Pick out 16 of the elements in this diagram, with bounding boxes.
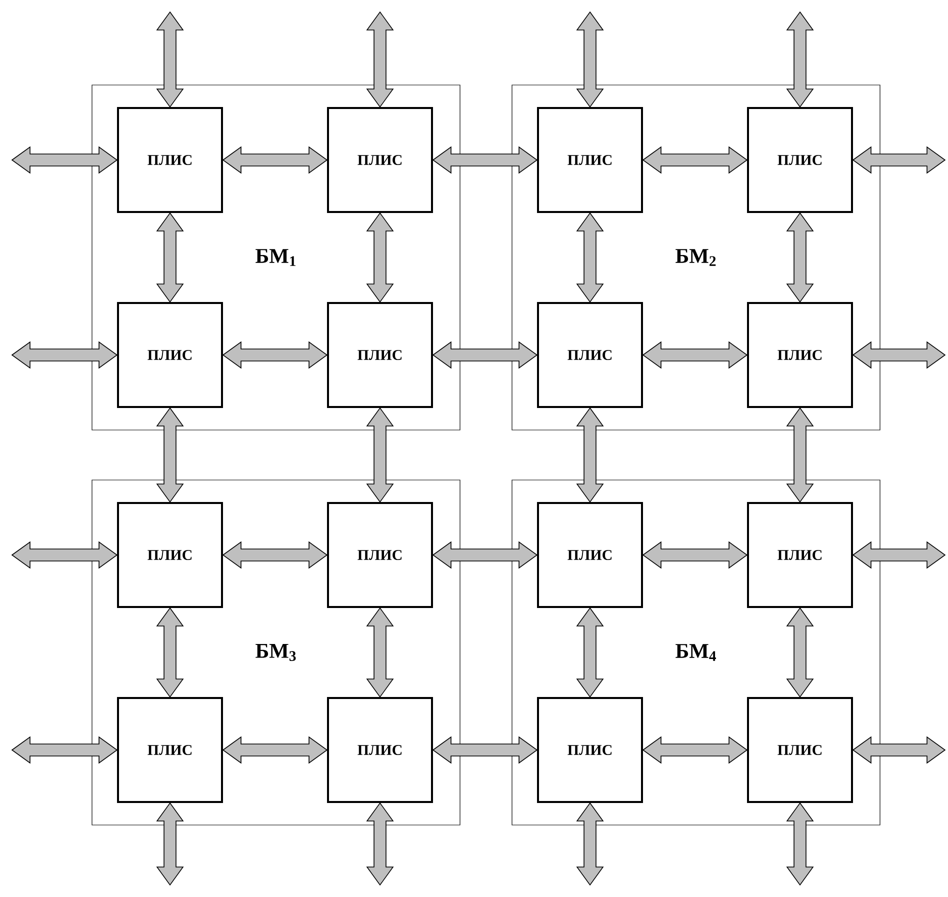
fpga-box: ПЛИС [327,302,433,408]
fpga-box: ПЛИС [117,107,223,213]
fpga-box: ПЛИС [117,697,223,803]
fpga-box: ПЛИС [537,502,643,608]
fpga-box: ПЛИС [747,697,853,803]
fpga-box: ПЛИС [327,107,433,213]
fpga-box: ПЛИС [537,697,643,803]
fpga-box: ПЛИС [327,502,433,608]
fpga-box: ПЛИС [117,502,223,608]
fpga-box: ПЛИС [747,302,853,408]
fpga-box: ПЛИС [117,302,223,408]
fpga-box: ПЛИС [747,502,853,608]
fpga-box: ПЛИС [747,107,853,213]
fpga-box: ПЛИС [327,697,433,803]
fpga-box: ПЛИС [537,107,643,213]
fpga-box: ПЛИС [537,302,643,408]
